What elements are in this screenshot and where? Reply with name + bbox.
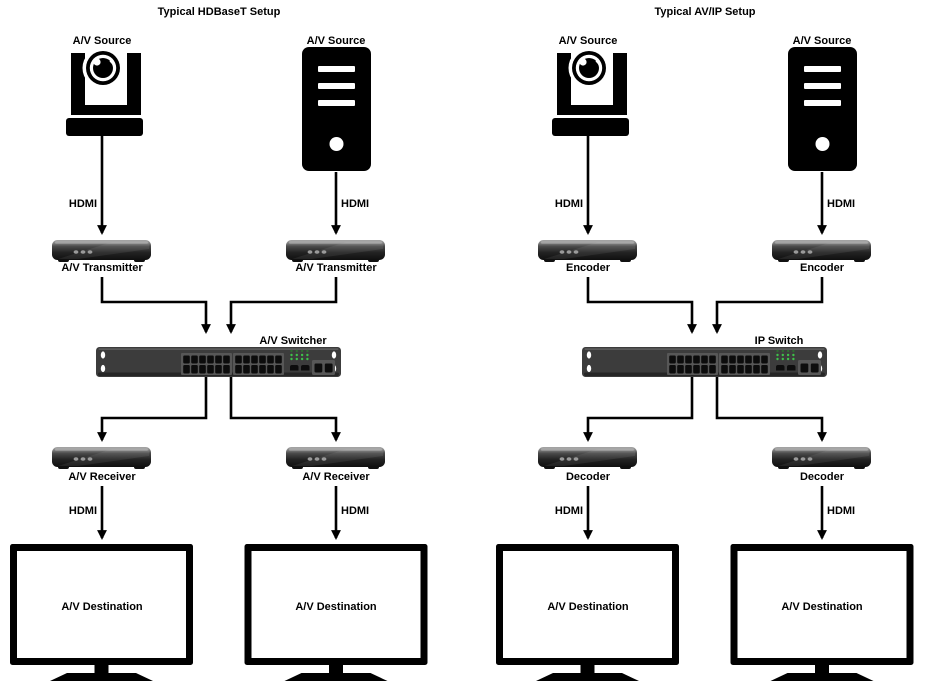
hdmi-label-bottom-right: HDMI [341, 505, 369, 517]
switch-label: IP Switch [755, 335, 804, 347]
encoder-device-icon [772, 240, 871, 262]
destination-label: A/V Destination [547, 601, 629, 613]
arrow-switch-to-decoder [583, 377, 694, 442]
hdmi-label-top-left: HDMI [555, 198, 583, 210]
receiver-label: A/V Receiver [68, 471, 136, 483]
destination-label: A/V Destination [295, 601, 377, 613]
avip-computer-source-label: A/V Source [793, 35, 852, 47]
hdmi-label-top-right: HDMI [827, 198, 855, 210]
hdbaset-diagram-title: Typical HDBaseT Setup [158, 6, 281, 18]
hdbaset-camera-source-label: A/V Source [73, 35, 132, 47]
decoder-device-icon [772, 447, 871, 469]
destination-label: A/V Destination [61, 601, 143, 613]
arrow-switch-to-receiver [97, 377, 208, 442]
ip-switch-icon [582, 347, 827, 377]
receiver-device-icon [286, 447, 385, 469]
receiver-device-icon [52, 447, 151, 469]
decoder-device-icon [538, 447, 637, 469]
receiver-label: A/V Receiver [302, 471, 370, 483]
transmitter-label: A/V Transmitter [61, 262, 143, 274]
hdmi-label-bottom-right: HDMI [827, 505, 855, 517]
transmitter-device-icon [52, 240, 151, 262]
transmitter-label: A/V Transmitter [295, 262, 377, 274]
arrow-transmitter-to-switch [226, 277, 338, 334]
computer-source-icon [302, 47, 371, 171]
computer-source-icon [788, 47, 857, 171]
decoder-label: Decoder [566, 471, 611, 483]
hdmi-label-top-left: HDMI [69, 198, 97, 210]
encoder-label: Encoder [566, 262, 611, 274]
arrow-encoder-to-switch [712, 277, 824, 334]
camera-source-icon [65, 46, 144, 137]
avip-diagram: Typical AV/IP Setup A/V Source A/V Sourc… [496, 6, 914, 681]
transmitter-device-icon [286, 240, 385, 262]
arrow-transmitter-to-switch [100, 277, 211, 334]
arrow-switch-to-decoder [715, 377, 827, 442]
hdmi-label-bottom-left: HDMI [555, 505, 583, 517]
decoder-label: Decoder [800, 471, 845, 483]
destination-label: A/V Destination [781, 601, 863, 613]
avip-camera-source-label: A/V Source [559, 35, 618, 47]
hdmi-label-bottom-left: HDMI [69, 505, 97, 517]
av-switcher-icon [96, 347, 341, 377]
arrow-encoder-to-switch [586, 277, 697, 334]
avip-diagram-title: Typical AV/IP Setup [654, 6, 755, 18]
camera-source-icon [551, 46, 630, 137]
hdbaset-diagram: Typical HDBaseT Setup A/V Source A/V Sou… [10, 6, 428, 681]
encoder-device-icon [538, 240, 637, 262]
encoder-label: Encoder [800, 262, 845, 274]
arrow-switch-to-receiver [229, 377, 341, 442]
hdbaset-computer-source-label: A/V Source [307, 35, 366, 47]
switch-label: A/V Switcher [259, 335, 327, 347]
hdmi-label-top-right: HDMI [341, 198, 369, 210]
